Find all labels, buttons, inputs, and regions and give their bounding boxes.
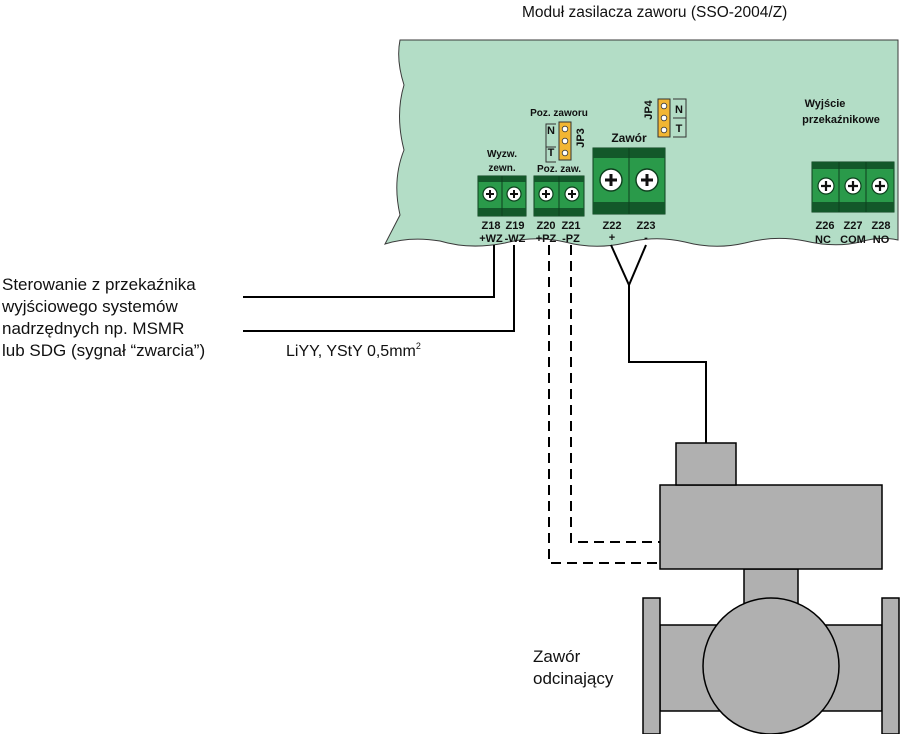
pin-sign-z22: + xyxy=(609,232,615,244)
pin-sign-z23: - xyxy=(644,232,648,244)
pin-id-z26: Z26 xyxy=(816,220,835,232)
screw-icon xyxy=(844,177,862,195)
pin-id-z23: Z23 xyxy=(637,220,656,232)
pin-sign-z28: NO xyxy=(873,234,890,246)
pin-id-z21: Z21 xyxy=(562,220,581,232)
pin-sign-z26: NC xyxy=(815,234,831,246)
jumper-jp4 xyxy=(657,98,687,138)
cable-spec-text: LiYY, YStY 0,5mm xyxy=(286,343,416,360)
jp4-n-label: N xyxy=(675,104,683,116)
terminal-block-poz xyxy=(533,175,585,217)
pin-sign-z27: COM xyxy=(840,234,866,246)
pin-sign-z19: -WZ xyxy=(505,233,526,245)
poz-label: Poz. zaw. xyxy=(537,164,581,175)
wyzw-label-line1: Wyzw. xyxy=(487,149,517,160)
zawor-terminal-label: Zawór xyxy=(611,131,647,145)
jumper-jp3 xyxy=(545,121,572,163)
control-line-1: Sterowanie z przekaźnika xyxy=(2,275,196,294)
control-wires xyxy=(243,245,515,332)
screw-icon xyxy=(506,186,522,202)
pin-id-z27: Z27 xyxy=(844,220,863,232)
terminal-block-relay xyxy=(811,161,895,213)
relay-label-line2: przekaźnikowe xyxy=(802,114,880,126)
jp3-title: Poz. zaworu xyxy=(530,108,588,119)
terminal-block-wyzw xyxy=(477,175,527,217)
valve-ball xyxy=(702,597,840,734)
cable-spec: LiYY, YStY 0,5mm2 xyxy=(286,341,421,360)
jp3-name: JP3 xyxy=(575,128,587,148)
jp3-t-label: T xyxy=(548,147,555,159)
pin-id-z28: Z28 xyxy=(872,220,891,232)
pin-id-z18: Z18 xyxy=(482,220,501,232)
control-line-4: lub SDG (sygnał “zwarcia”) xyxy=(2,341,205,360)
jp4-name: JP4 xyxy=(643,99,655,119)
pin-id-z19: Z19 xyxy=(506,220,525,232)
screw-icon xyxy=(482,186,498,202)
screw-icon xyxy=(564,186,580,202)
jp4-t-label: T xyxy=(676,123,683,135)
valve-actuator xyxy=(659,484,883,570)
pin-id-z22: Z22 xyxy=(603,220,622,232)
pin-id-z20: Z20 xyxy=(537,220,556,232)
pin-sign-z21: -PZ xyxy=(562,233,580,245)
screw-icon xyxy=(871,177,889,195)
valve-flange-left xyxy=(642,597,661,734)
jp3-n-label: N xyxy=(547,125,555,137)
position-wires xyxy=(548,245,660,564)
valve-annotation: Zawór odcinający xyxy=(533,647,614,688)
pin-sign-z18: +WZ xyxy=(479,233,503,245)
terminal-block-zawor xyxy=(592,147,666,215)
wyzw-label-line2: zewn. xyxy=(488,163,515,174)
screw-icon xyxy=(817,177,835,195)
cable-spec-sup: 2 xyxy=(416,341,421,351)
screw-icon xyxy=(599,168,623,192)
valve-label-line1: Zawór xyxy=(533,647,581,666)
control-line-3: nadrzędnych np. MSMR xyxy=(2,319,184,338)
pin-sign-z20: +PZ xyxy=(536,233,557,245)
control-annotation: Sterowanie z przekaźnika wyjściowego sys… xyxy=(1,275,205,360)
module-title: Moduł zasilacza zaworu (SSO-2004/Z) xyxy=(522,4,787,21)
relay-label-line1: Wyjście xyxy=(805,98,846,110)
valve-supply-wires xyxy=(610,244,707,443)
screw-icon xyxy=(635,168,659,192)
valve-label-line2: odcinający xyxy=(533,669,614,688)
screw-icon xyxy=(538,186,554,202)
control-line-2: wyjściowego systemów xyxy=(1,297,178,316)
valve-flange-right xyxy=(881,597,900,734)
valve-actuator-cap xyxy=(675,442,737,486)
valve-drawing xyxy=(642,442,900,734)
